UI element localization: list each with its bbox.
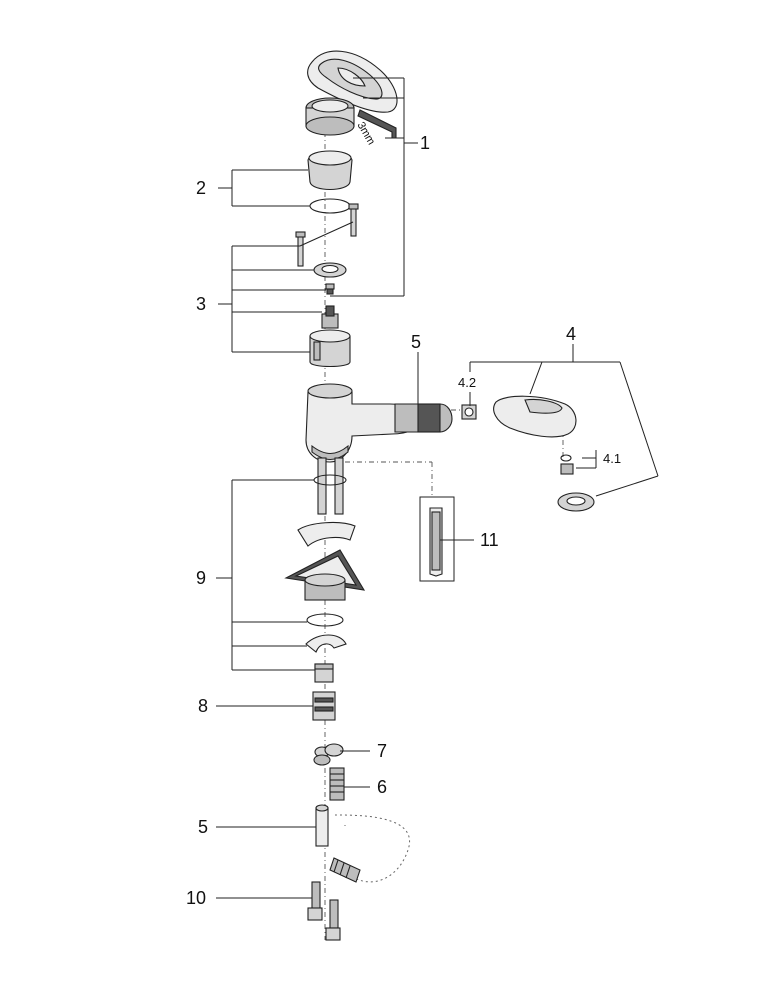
triangle-mounting-plate	[284, 549, 366, 601]
half-washer-upper	[297, 521, 356, 547]
hand-shower-head	[493, 395, 577, 438]
lever-handle	[307, 50, 398, 113]
bolt-left	[295, 231, 306, 267]
supply-hoses	[313, 457, 347, 515]
label-5-bottom: 5	[198, 817, 208, 837]
cartridge	[309, 305, 351, 368]
adapter-4-2	[461, 404, 477, 420]
label-9: 9	[196, 568, 206, 588]
tool-11	[419, 496, 455, 582]
sleeve-5	[315, 804, 329, 847]
cover-dome	[307, 150, 353, 191]
leader-lines	[216, 77, 659, 899]
label-4-1: 4.1	[603, 451, 621, 466]
cap-ring	[305, 97, 355, 136]
bolt-right	[348, 203, 359, 237]
hex-nut	[314, 663, 334, 683]
label-11: 11	[480, 530, 499, 550]
faucet-body	[305, 383, 453, 463]
spray-face-ring	[557, 492, 595, 512]
hex-key-tool: 3mm	[355, 109, 397, 147]
o-ring-large	[306, 613, 344, 627]
label-4-2: 4.2	[458, 375, 476, 390]
clamp-nut	[313, 262, 347, 278]
label-4: 4	[566, 324, 576, 344]
connector-8	[312, 691, 336, 721]
lower-spring	[329, 857, 361, 883]
seal-4-1	[560, 454, 574, 475]
label-7: 7	[377, 741, 387, 761]
label-8: 8	[198, 696, 208, 716]
o-ring-small	[309, 198, 351, 214]
label-6: 6	[377, 777, 387, 797]
label-5-top: 5	[411, 332, 421, 352]
connection-hoses-10	[307, 881, 341, 941]
half-washer-lower	[305, 634, 347, 653]
weight-spring-6	[329, 767, 345, 801]
label-2: 2	[196, 178, 206, 198]
label-1: 1	[420, 133, 430, 153]
label-10: 10	[186, 888, 206, 908]
part-labels: 1 2 3 4 4.1 4.2 5 5 6 7 8 9 10 11	[186, 133, 621, 908]
label-3: 3	[196, 294, 206, 314]
small-screw	[325, 283, 335, 295]
center-axes	[324, 120, 564, 940]
washers-7	[313, 743, 344, 766]
